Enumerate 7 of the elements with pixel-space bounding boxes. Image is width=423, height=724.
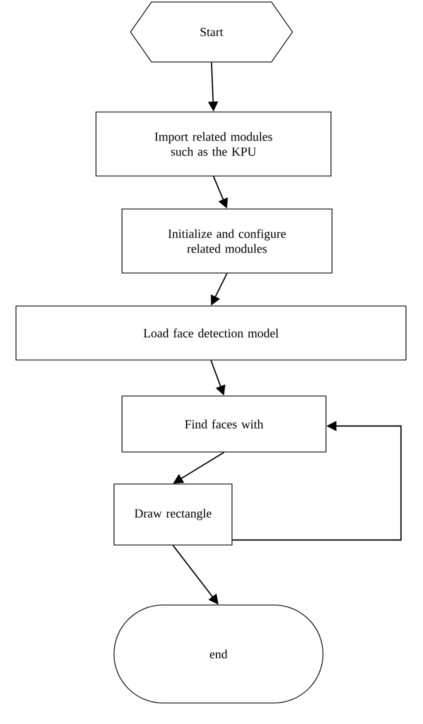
process-box: Load face detection model (16, 306, 406, 360)
process-box: Draw rectangle (114, 484, 232, 546)
process-box: Import related modules such as the KPU (96, 112, 332, 176)
start-hexagon: Start (130, 2, 293, 62)
process-box: Initialize and configure related modules (122, 208, 332, 274)
process-box: Find faces with (122, 396, 326, 452)
end-terminal: end (114, 604, 324, 704)
